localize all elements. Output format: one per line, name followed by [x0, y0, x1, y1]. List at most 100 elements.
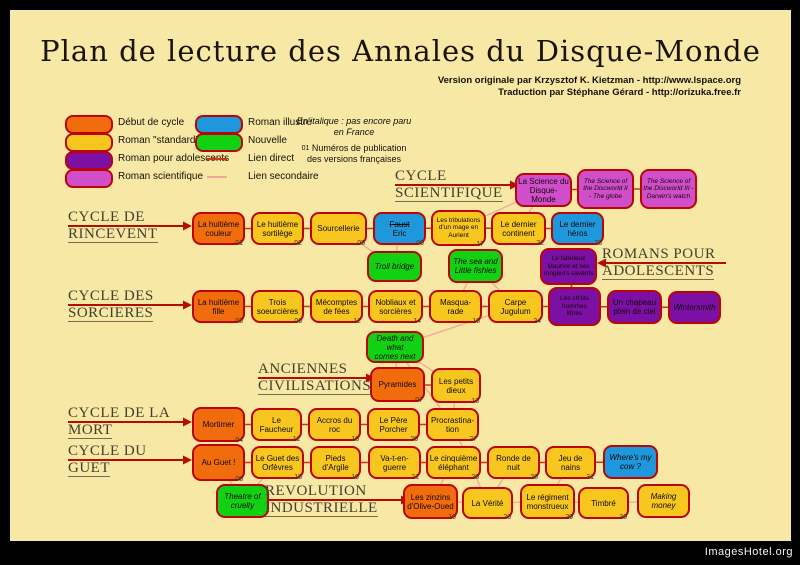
book-title-line: rongeurs savants	[543, 270, 594, 278]
cycle-label-line: CIVILISATIONS	[258, 377, 372, 395]
publication-number: 23	[594, 240, 602, 247]
book-title-line: Masqua-	[439, 297, 472, 307]
book-node-w5: Masqua-rade 18	[429, 290, 482, 325]
cycle-label-line: GUET	[68, 459, 110, 477]
publication-number: 21	[411, 474, 419, 481]
book-title-line: La Vérité	[471, 498, 504, 508]
book-title-line: cow ?	[620, 462, 641, 471]
book-title-line: Le cinquième	[429, 453, 478, 463]
book-title-line: d'Olive-Oued	[407, 501, 454, 511]
publication-number: 27	[469, 436, 477, 443]
book-title-line: the Discworld II	[583, 185, 628, 193]
book-title-line: Le Guet des	[255, 453, 300, 463]
watermark: ImagesHotel.org	[704, 546, 793, 558]
legend-note-numbers: 01 Numéros de publication des versions f…	[301, 143, 407, 164]
book-title-line: continent	[502, 228, 535, 238]
cycle-arrow-head	[183, 221, 192, 231]
book-title-line: Faust	[389, 219, 410, 229]
book-title-line: Trois	[268, 297, 287, 307]
book-title-line: Sourcellerie	[317, 224, 360, 233]
book-title-line: Le fabuleux	[551, 255, 586, 263]
cycle-label-line: CYCLE	[395, 168, 447, 184]
book-title-line: Le régiment	[526, 492, 569, 502]
book-title-line: Porcher	[379, 424, 408, 434]
publication-number: 22	[536, 240, 544, 247]
book-title: Procrastina-tion	[428, 416, 477, 434]
legend-notes: En italique : pas encore paru en France …	[290, 116, 418, 165]
book-title-line: Va-t-en-	[380, 453, 409, 463]
book-title-line: sortilège	[262, 228, 293, 238]
legend-label: Lien direct	[248, 153, 295, 164]
book-title-line: Les ch'tits	[560, 295, 589, 303]
book-title-line: Wintersmith	[673, 303, 716, 312]
book-title-line: Maurice et ses	[547, 262, 590, 270]
cycle-label-line: RINCEVENT	[68, 225, 158, 243]
credits: Version originale par Krzysztof K. Kietz…	[438, 75, 741, 99]
publication-number: 03	[235, 318, 243, 325]
cycle-label-line: CYCLE DU	[68, 443, 147, 459]
cycle-label-line: ROMANS POUR	[602, 246, 716, 262]
book-title: Masqua-rade	[431, 298, 480, 316]
book-title: Va-t-en-guerre	[370, 454, 419, 472]
legend-label: Roman "standard"	[118, 135, 200, 146]
publication-number: 17	[476, 241, 484, 248]
book-title-line: money	[651, 501, 676, 510]
publication-number: 30	[619, 514, 627, 521]
book-title-line: d'un mage en	[438, 224, 479, 232]
book-title-line: La huitième	[197, 297, 240, 307]
book-title-line: tion	[446, 424, 459, 434]
book-title: Sourcellerie	[312, 224, 365, 233]
publication-number: 02	[294, 240, 302, 247]
publication-number: 18	[472, 318, 480, 325]
publication-number: 06	[294, 318, 302, 325]
book-title-line: La Science du	[518, 176, 569, 186]
cycle-arrow-head	[183, 300, 192, 310]
cycle-label-line: CYCLE DE LA	[68, 405, 171, 421]
book-title-line: Les petits	[438, 376, 474, 386]
book-title-line: Accros du	[316, 415, 353, 425]
book-title-line: Troll bridge	[374, 262, 415, 271]
book-title-line: sorcières	[379, 306, 412, 316]
publication-number: 08	[235, 476, 243, 483]
book-title-line: La huitième	[197, 219, 240, 229]
legend-line-secondary	[207, 176, 227, 178]
cycle-label-line: REVOLUTION	[265, 483, 367, 499]
legend-swatch-green	[195, 133, 243, 152]
publication-number: 07	[415, 397, 423, 404]
